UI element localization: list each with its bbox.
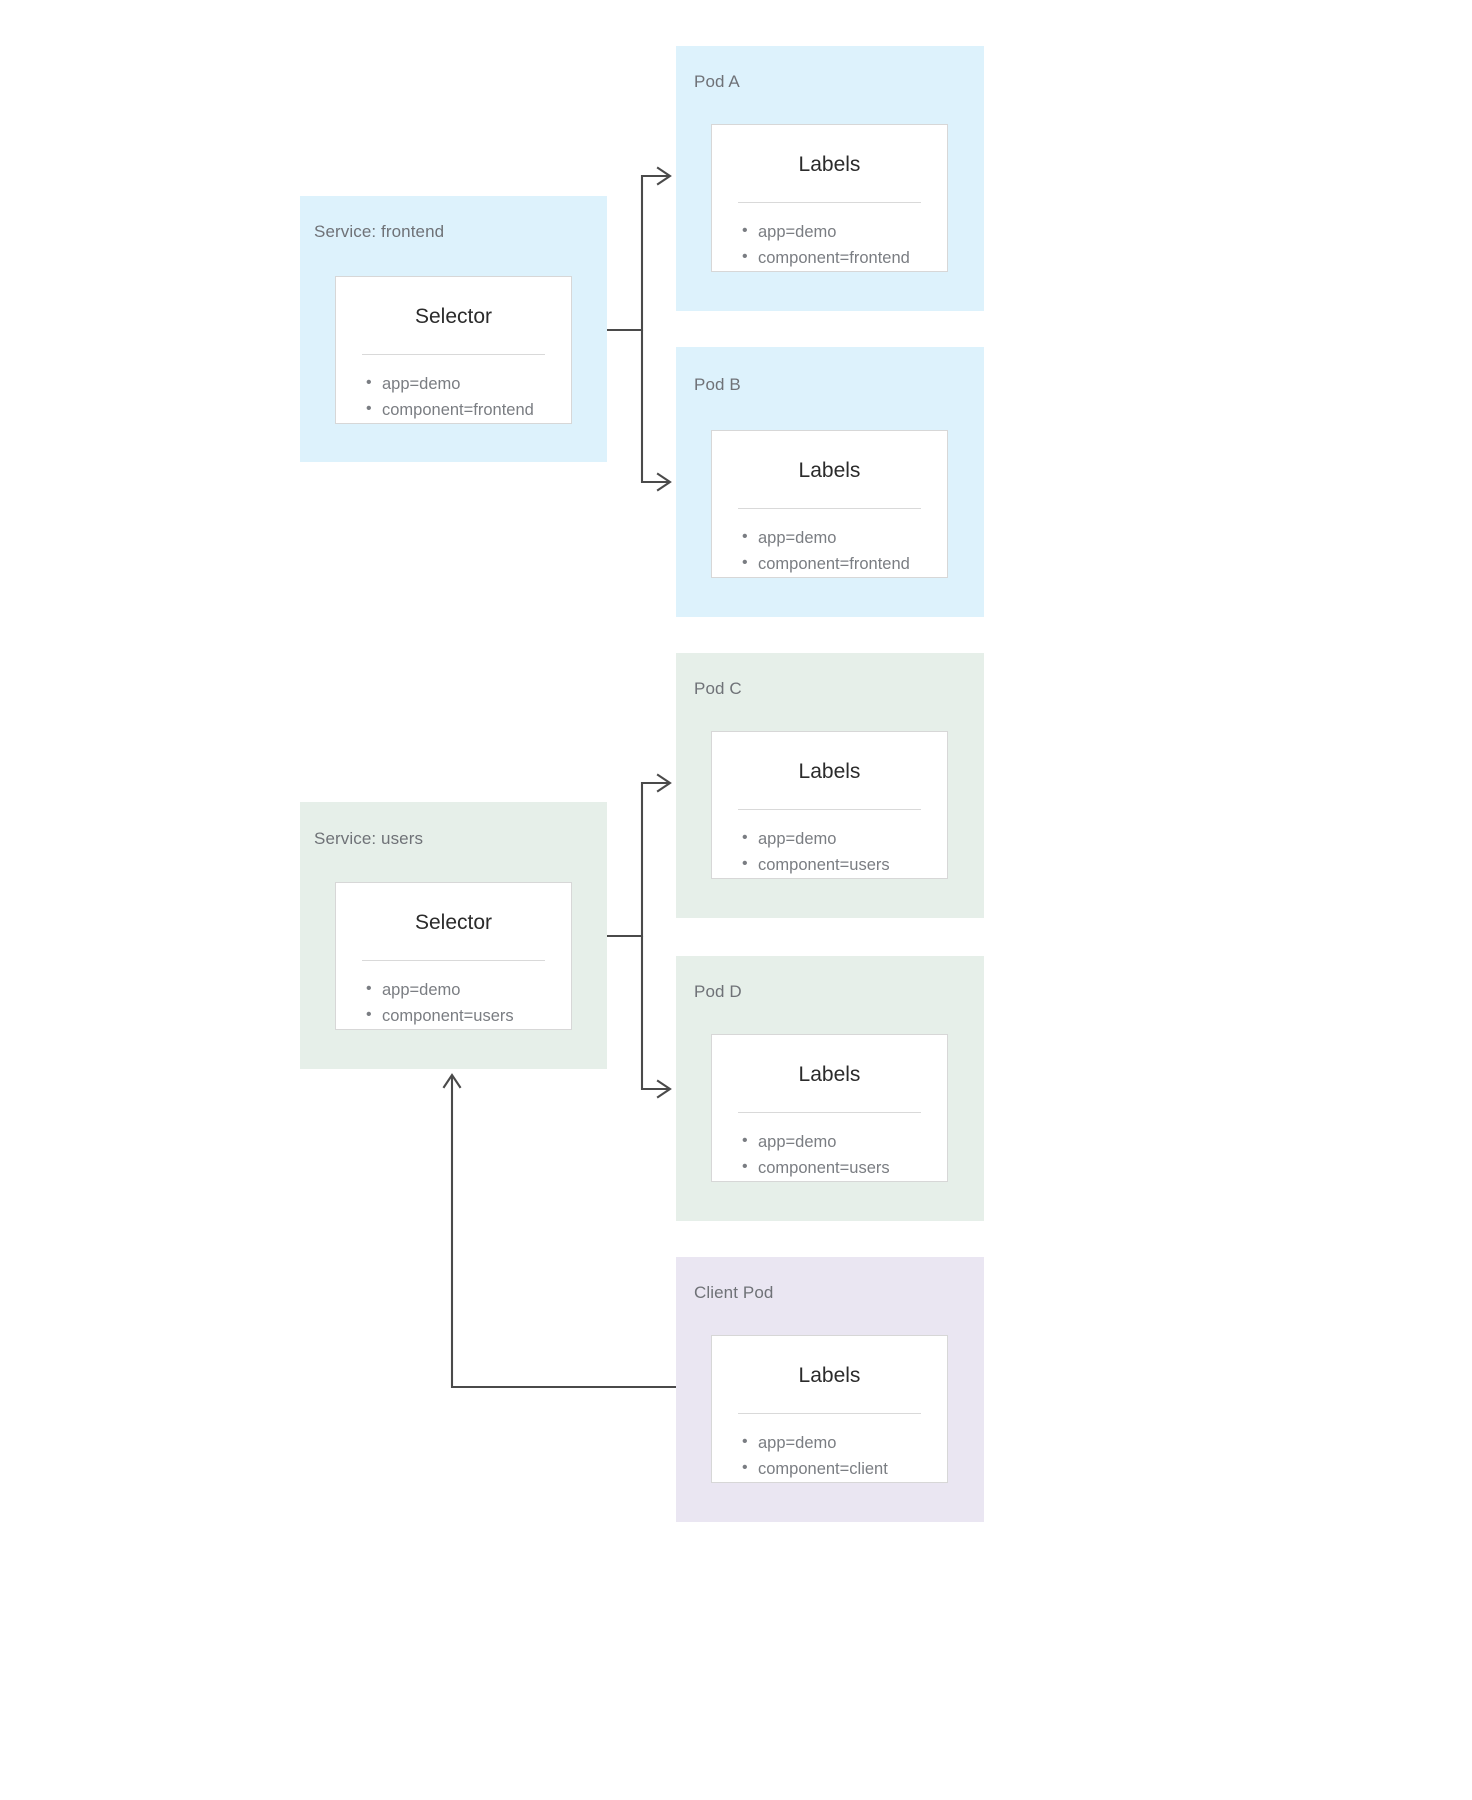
list-item: app=demo [742, 1429, 947, 1456]
card-item-list: app=demo component=frontend [336, 355, 571, 423]
card-title: Labels [798, 760, 861, 783]
group-pod-d[interactable]: Pod D Labels app=demo component=users [676, 956, 984, 1221]
card-item-list: app=demo component=users [712, 1113, 947, 1181]
card-title: Selector [414, 911, 493, 934]
group-title-pod-a: Pod A [694, 72, 740, 91]
list-item: app=demo [742, 825, 947, 852]
list-item: component=users [742, 1154, 947, 1181]
card-labels-client-pod[interactable]: Labels app=demo component=client [711, 1335, 948, 1483]
card-divider [738, 1112, 921, 1113]
list-item: component=frontend [742, 244, 947, 271]
list-item: app=demo [742, 524, 947, 551]
group-client-pod[interactable]: Client Pod Labels app=demo component=cli… [676, 1257, 984, 1522]
card-divider [738, 809, 921, 810]
group-title-pod-b: Pod B [694, 375, 741, 394]
group-pod-b[interactable]: Pod B Labels app=demo component=frontend [676, 347, 984, 617]
card-selector-users[interactable]: Selector app=demo component=users [335, 882, 572, 1030]
group-title-client-pod: Client Pod [694, 1283, 774, 1302]
card-item-list: app=demo component=users [712, 810, 947, 878]
card-title: Selector [414, 305, 493, 328]
list-item: component=frontend [742, 550, 947, 577]
card-item-list: app=demo component=frontend [712, 509, 947, 577]
card-labels-pod-c[interactable]: Labels app=demo component=users [711, 731, 948, 879]
card-title: Labels [798, 459, 861, 482]
card-item-list: app=demo component=client [712, 1414, 947, 1482]
list-item: app=demo [366, 370, 571, 397]
card-divider [738, 1413, 921, 1414]
card-item-list: app=demo component=users [336, 961, 571, 1029]
group-service-users[interactable]: Service: users Selector app=demo compone… [300, 802, 607, 1069]
list-item: app=demo [366, 976, 571, 1003]
connector-frontend-to-pods [607, 166, 672, 492]
group-title-pod-c: Pod C [694, 679, 742, 698]
card-title: Labels [798, 1364, 861, 1387]
group-title-service-users: Service: users [314, 829, 424, 848]
list-item: component=users [366, 1002, 571, 1029]
card-selector-frontend[interactable]: Selector app=demo component=frontend [335, 276, 572, 424]
card-divider [362, 354, 545, 355]
group-pod-a[interactable]: Pod A Labels app=demo component=frontend [676, 46, 984, 311]
group-service-frontend[interactable]: Service: frontend Selector app=demo comp… [300, 196, 607, 462]
card-labels-pod-b[interactable]: Labels app=demo component=frontend [711, 430, 948, 578]
group-pod-c[interactable]: Pod C Labels app=demo component=users [676, 653, 984, 918]
card-labels-pod-d[interactable]: Labels app=demo component=users [711, 1034, 948, 1182]
connector-client-to-users [442, 1073, 676, 1389]
card-title: Labels [798, 1063, 861, 1086]
connector-users-to-pods [607, 773, 672, 1099]
card-title: Labels [798, 153, 861, 176]
card-divider [738, 508, 921, 509]
card-divider [362, 960, 545, 961]
list-item: component=frontend [366, 396, 571, 423]
list-item: component=users [742, 851, 947, 878]
list-item: app=demo [742, 218, 947, 245]
card-divider [738, 202, 921, 203]
list-item: app=demo [742, 1128, 947, 1155]
card-labels-pod-a[interactable]: Labels app=demo component=frontend [711, 124, 948, 272]
card-item-list: app=demo component=frontend [712, 203, 947, 271]
list-item: component=client [742, 1455, 947, 1482]
group-title-pod-d: Pod D [694, 982, 742, 1001]
group-title-service-frontend: Service: frontend [314, 222, 445, 241]
